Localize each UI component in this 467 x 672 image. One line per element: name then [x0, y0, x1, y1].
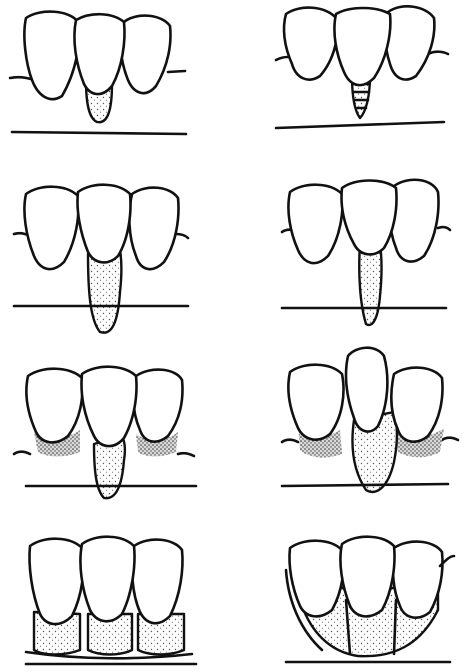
tooth-left	[29, 539, 83, 624]
tooth-left	[289, 541, 343, 617]
tooth-left	[24, 12, 79, 100]
tooth-center	[342, 181, 397, 255]
tooth-center	[334, 8, 390, 85]
tooth-right	[132, 540, 183, 624]
tooth-right	[133, 370, 182, 442]
tooth-left	[288, 365, 343, 440]
tooth-center-displaced	[346, 348, 387, 432]
panel-6	[282, 348, 458, 492]
baseline	[12, 132, 186, 134]
panel-2	[276, 6, 448, 128]
tooth-center	[77, 185, 130, 263]
tooth-center	[82, 367, 137, 446]
panel-8	[286, 537, 454, 662]
tooth-right	[385, 6, 434, 79]
panel-5	[14, 367, 196, 498]
panel-7	[26, 537, 196, 664]
panel-4	[282, 180, 450, 325]
baseline	[276, 122, 444, 128]
tooth-right	[121, 16, 171, 94]
tooth-center	[80, 537, 134, 622]
tooth-left	[24, 187, 78, 269]
tooth-right	[129, 188, 178, 270]
tooth-right	[391, 368, 442, 442]
panel-1	[10, 12, 186, 134]
tooth-left	[284, 8, 337, 80]
root	[359, 244, 381, 325]
tooth-left	[26, 369, 82, 443]
tooth-center	[74, 14, 124, 94]
tooth-left	[288, 185, 342, 263]
panel-3	[14, 185, 188, 333]
baseline	[282, 484, 448, 486]
